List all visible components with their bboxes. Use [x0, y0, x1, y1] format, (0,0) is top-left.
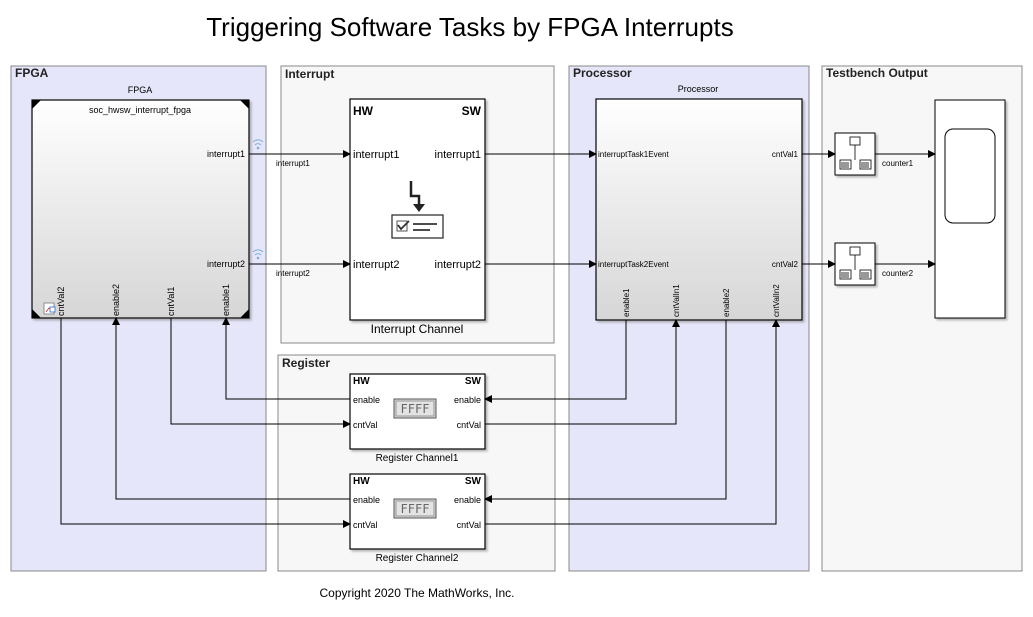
area-register-label: Register — [282, 356, 330, 370]
logger-icon — [839, 136, 872, 170]
register1-right-cntval: cntVal — [457, 420, 481, 430]
fpga-block-name: FPGA — [128, 85, 153, 95]
interrupt-channel-block[interactable]: HW SW interrupt1 interrupt2 interrupt1 i… — [349, 98, 486, 336]
interrupt-channel-caption: Interrupt Channel — [371, 322, 464, 336]
area-interrupt-label: Interrupt — [285, 67, 334, 81]
register1-left-cntval: cntVal — [353, 420, 377, 430]
scope-block[interactable] — [934, 99, 1006, 319]
signal-label-counter1: counter1 — [882, 159, 914, 168]
fpga-port-interrupt1: interrupt1 — [207, 149, 245, 159]
signal-line-enable1-sw[interactable] — [484, 320, 627, 403]
register1-hw-label: HW — [353, 376, 370, 387]
area-processor-label: Processor — [573, 66, 632, 80]
model-reference-icon — [43, 302, 56, 315]
signal-line-cntValIn2[interactable] — [485, 319, 780, 525]
register1-right-enable: enable — [454, 395, 481, 405]
logger-icon — [839, 246, 872, 280]
signal-line-cntVal2-hw[interactable] — [60, 318, 351, 528]
fpga-port-enable1: enable1 — [221, 284, 231, 316]
interrupt-sw-label: SW — [462, 104, 482, 118]
signal-label-interrupt1: interrupt1 — [276, 159, 310, 168]
fpga-model-name: soc_hwsw_interrupt_fpga — [89, 105, 191, 115]
area-testbench-label: Testbench Output — [826, 66, 928, 80]
processor-port-cntValIn1: cntValIn1 — [672, 284, 681, 317]
signal-line-enable2-sw[interactable] — [484, 320, 727, 503]
processor-port-in2: interruptTask2Event — [598, 260, 669, 269]
register-channel-2-block[interactable]: HW SW enable cntVal enable cntVal FFFF R… — [349, 473, 486, 564]
fpga-port-cntVal2: cntVal2 — [56, 287, 66, 316]
register1-left-enable: enable — [353, 395, 380, 405]
register2-sw-label: SW — [465, 476, 482, 487]
register2-right-enable: enable — [454, 495, 481, 505]
wireless-signal-icon — [252, 139, 264, 150]
processor-port-out1: cntVal1 — [772, 150, 799, 159]
register2-hw-label: HW — [353, 476, 370, 487]
register-display-icon: FFFF — [393, 498, 437, 519]
register2-left-enable: enable — [353, 495, 380, 505]
page-title: Triggering Software Tasks by FPGA Interr… — [206, 12, 733, 42]
signal-logger-block-1[interactable] — [834, 132, 876, 176]
processor-port-out2: cntVal2 — [772, 260, 799, 269]
scope-screen-icon — [944, 128, 996, 224]
register1-display-value: FFFF — [401, 402, 430, 416]
processor-model-block[interactable]: Processor interruptTask1Event interruptT… — [595, 84, 803, 321]
processor-block-name: Processor — [678, 84, 719, 94]
task-list-icon — [391, 214, 444, 239]
fpga-port-interrupt2: interrupt2 — [207, 259, 245, 269]
signal-line-enable2-hw[interactable] — [112, 317, 350, 500]
fpga-port-cntVal1: cntVal1 — [166, 287, 176, 316]
register1-caption: Register Channel1 — [376, 453, 459, 464]
fpga-model-block[interactable]: FPGA soc_hwsw_interrupt_fpga interrupt1 … — [31, 85, 264, 319]
signal-label-interrupt2: interrupt2 — [276, 269, 310, 278]
interrupt-in1-label: interrupt1 — [353, 149, 399, 161]
register-channel-1-block[interactable]: HW SW enable cntVal enable cntVal FFFF R… — [349, 373, 486, 464]
register2-display-value: FFFF — [401, 502, 430, 516]
register1-sw-label: SW — [465, 376, 482, 387]
signal-label-counter2: counter2 — [882, 269, 914, 278]
register2-caption: Register Channel2 — [376, 553, 459, 564]
processor-port-enable2: enable2 — [722, 288, 731, 317]
register-display-icon: FFFF — [393, 398, 437, 419]
signal-line-enable1-hw[interactable] — [222, 317, 350, 400]
processor-port-cntValIn2: cntValIn2 — [772, 284, 781, 317]
interrupt-hw-label: HW — [353, 104, 374, 118]
interrupt-out1-label: interrupt1 — [435, 149, 481, 161]
fpga-port-enable2: enable2 — [111, 284, 121, 316]
lightning-bolt-icon — [409, 181, 425, 212]
register2-right-cntval: cntVal — [457, 520, 481, 530]
area-fpga-label: FPGA — [15, 66, 49, 80]
processor-port-in1: interruptTask1Event — [598, 150, 669, 159]
signal-line-cntVal1-hw[interactable] — [170, 318, 351, 428]
copyright-text: Copyright 2020 The MathWorks, Inc. — [320, 586, 515, 600]
interrupt-out2-label: interrupt2 — [435, 259, 481, 271]
interrupt-in2-label: interrupt2 — [353, 259, 399, 271]
signal-logger-block-2[interactable] — [834, 242, 876, 286]
register2-left-cntval: cntVal — [353, 520, 377, 530]
signal-lines — [60, 150, 936, 528]
signal-line-cntValIn1[interactable] — [485, 319, 680, 425]
wireless-signal-icon — [252, 249, 264, 260]
processor-port-enable1: enable1 — [622, 288, 631, 317]
